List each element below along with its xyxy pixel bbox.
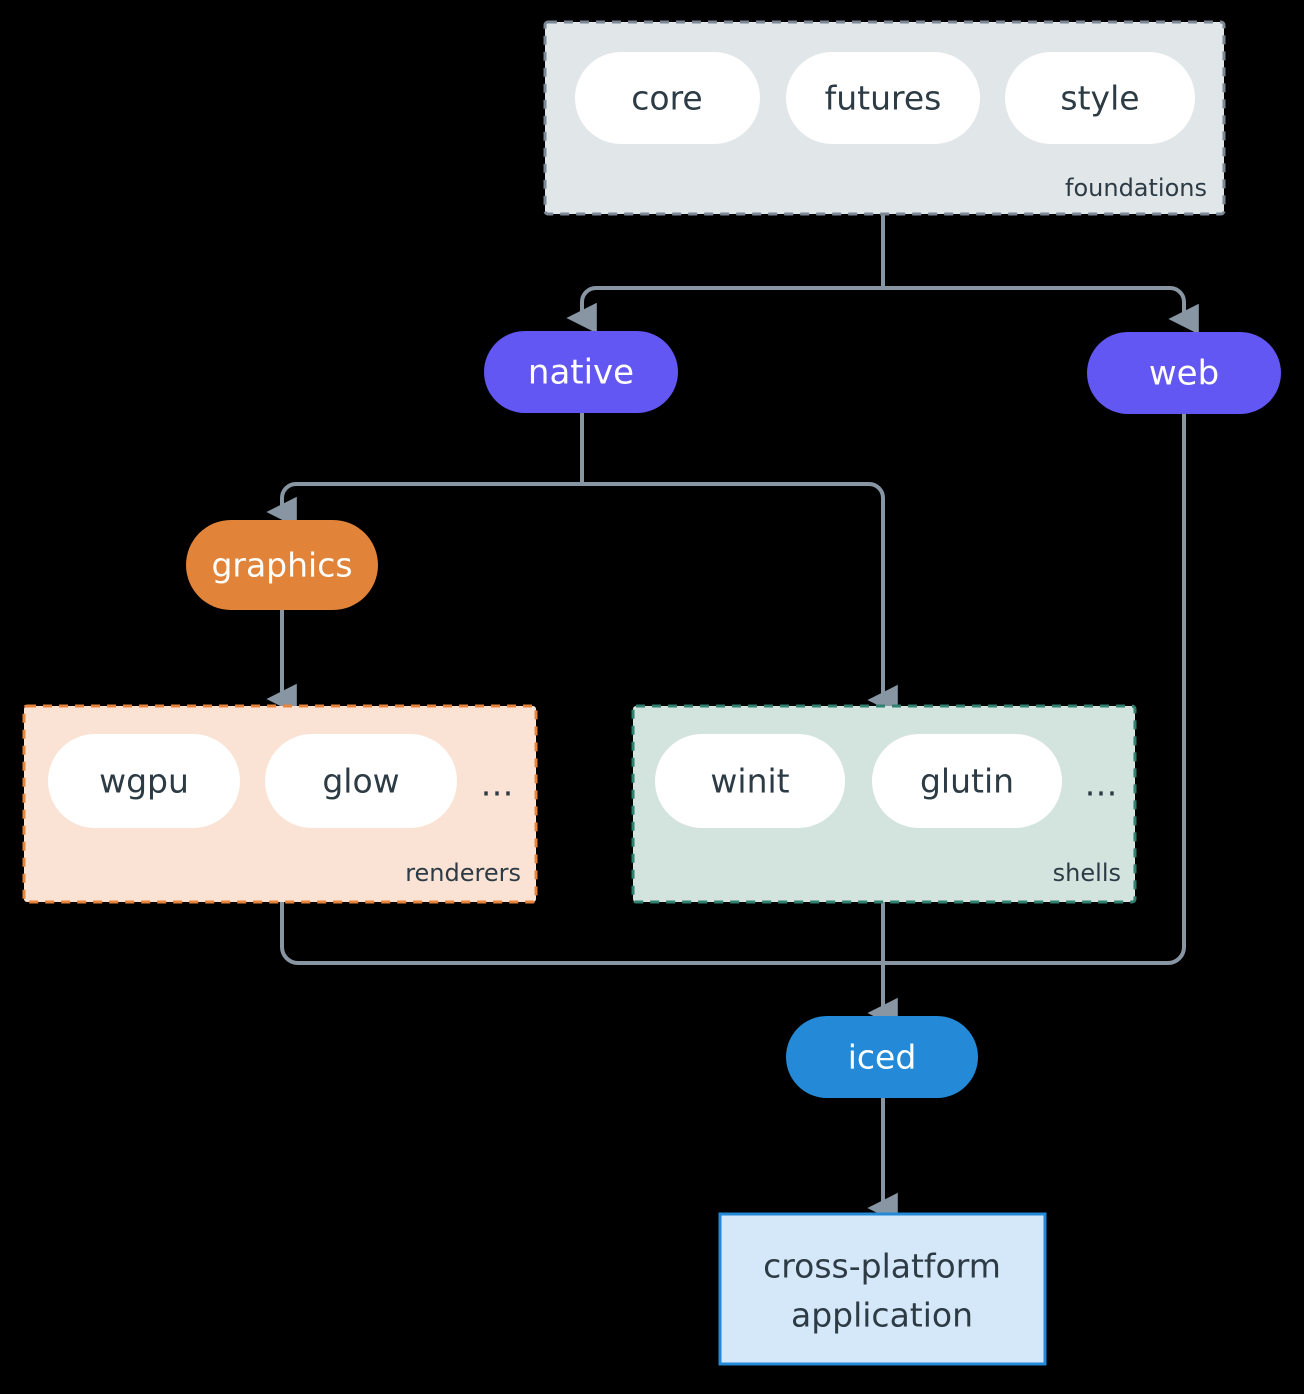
member-glow-pill <box>265 734 457 828</box>
node-native[interactable]: native <box>484 331 678 413</box>
member-winit-label: winit <box>710 762 789 801</box>
member-wgpu-label: wgpu <box>99 762 189 801</box>
node-graphics-label: graphics <box>211 546 352 585</box>
application-box[interactable] <box>718 1212 1047 1366</box>
group-renderers: wgpu glow … renderers <box>22 704 538 904</box>
member-style-label: style <box>1060 79 1139 118</box>
member-core-label: core <box>631 79 702 118</box>
node-cross-platform-application[interactable]: cross-platform application <box>718 1212 1047 1366</box>
node-iced-label: iced <box>848 1038 917 1077</box>
member-glow-label: glow <box>322 762 399 801</box>
node-web[interactable]: web <box>1087 332 1281 414</box>
group-shells-label: shells <box>1053 859 1121 887</box>
group-renderers-label: renderers <box>405 859 521 887</box>
edge-layer <box>266 214 1199 1224</box>
group-shells: winit glutin … shells <box>631 704 1137 904</box>
member-style-pill <box>1005 52 1195 144</box>
group-foundations-label: foundations <box>1065 174 1207 202</box>
group-foundations: core futures style foundations <box>543 20 1226 216</box>
member-glutin-pill <box>872 734 1062 828</box>
member-core-pill <box>575 52 760 144</box>
edge-foundations-to-native <box>566 286 883 334</box>
application-label-line2: application <box>791 1296 973 1335</box>
edge-renderers-to-iced <box>280 902 883 965</box>
member-futures-pill <box>786 52 980 144</box>
member-wgpu-pill <box>48 734 240 828</box>
member-winit-pill <box>655 734 845 828</box>
node-graphics-shape[interactable] <box>186 520 378 610</box>
node-native-shape[interactable] <box>484 331 678 413</box>
edge-foundations-to-web <box>883 286 1199 335</box>
application-label-line1: cross-platform <box>763 1247 1001 1286</box>
edge-native-to-graphics <box>266 482 582 528</box>
node-native-label: native <box>528 353 634 393</box>
node-graphics[interactable]: graphics <box>186 520 378 610</box>
node-web-shape[interactable] <box>1087 332 1281 414</box>
node-iced-shape[interactable] <box>786 1016 978 1098</box>
group-shells-ellipsis: … <box>1085 765 1118 804</box>
node-web-label: web <box>1149 354 1219 394</box>
edge-web-to-iced <box>883 414 1186 965</box>
member-glutin-label: glutin <box>920 762 1014 801</box>
member-futures-label: futures <box>825 79 942 118</box>
node-iced[interactable]: iced <box>786 1016 978 1098</box>
edge-native-to-shells <box>582 482 898 716</box>
group-renderers-ellipsis: … <box>481 765 514 804</box>
